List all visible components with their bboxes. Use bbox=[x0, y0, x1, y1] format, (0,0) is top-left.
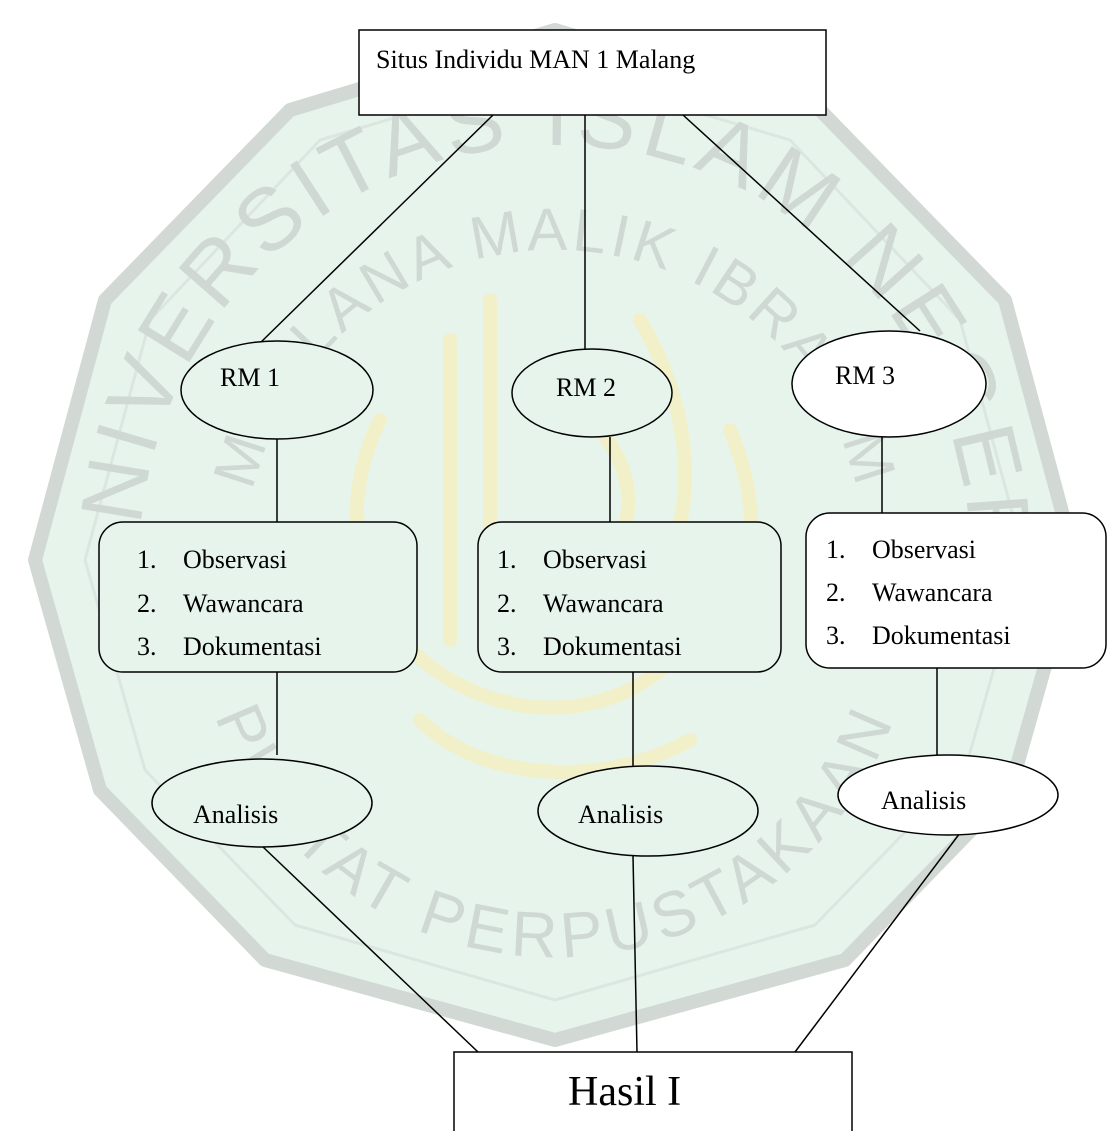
method-item: Dokumentasi bbox=[872, 621, 1011, 650]
methods-list-2: 1. Observasi 2. Wawancara 3. Dokumentasi bbox=[497, 545, 682, 661]
method-number: 1. bbox=[826, 535, 846, 564]
method-number: 3. bbox=[497, 632, 517, 661]
rm-node-2: RM 2 bbox=[511, 348, 673, 438]
connector-root-rm1 bbox=[257, 114, 494, 346]
method-number: 2. bbox=[137, 589, 157, 618]
method-item: Dokumentasi bbox=[543, 632, 682, 661]
watermark-emblem-inner-ring bbox=[83, 68, 1027, 1002]
methods-list-3: 1. Observasi 2. Wawancara 3. Dokumentasi bbox=[826, 535, 1011, 650]
method-number: 2. bbox=[497, 589, 517, 618]
rm-label-1: RM 1 bbox=[220, 363, 280, 392]
rm-label-3: RM 3 bbox=[835, 361, 895, 390]
method-item: Dokumentasi bbox=[183, 632, 322, 661]
method-number: 3. bbox=[826, 621, 846, 650]
root-label: Situs Individu MAN 1 Malang bbox=[376, 45, 695, 74]
analysis-node-3: Analisis bbox=[837, 754, 1059, 836]
root-node: Situs Individu MAN 1 Malang bbox=[358, 29, 827, 116]
method-number: 1. bbox=[497, 545, 517, 574]
method-item: Wawancara bbox=[543, 589, 664, 618]
method-number: 3. bbox=[137, 632, 157, 661]
method-item: Observasi bbox=[872, 535, 976, 564]
analysis-label-1: Analisis bbox=[193, 800, 278, 829]
connector-root-rm3 bbox=[682, 114, 921, 332]
methods-box-3: 1. Observasi 2. Wawancara 3. Dokumentasi bbox=[805, 512, 1107, 669]
connector-analysis1-result bbox=[261, 845, 479, 1053]
analysis-node-2: Analisis bbox=[537, 765, 759, 857]
method-number: 2. bbox=[826, 578, 846, 607]
method-item: Observasi bbox=[183, 545, 287, 574]
methods-box-1: 1. Observasi 2. Wawancara 3. Dokumentasi bbox=[98, 521, 418, 673]
result-node: Hasil I bbox=[453, 1051, 853, 1131]
rm-node-1: RM 1 bbox=[180, 340, 374, 440]
connector-analysis3-result bbox=[794, 832, 961, 1053]
analysis-label-2: Analisis bbox=[578, 800, 663, 829]
method-item: Observasi bbox=[543, 545, 647, 574]
analysis-node-1: Analisis bbox=[151, 758, 373, 848]
rm-node-3: RM 3 bbox=[791, 330, 987, 438]
method-number: 1. bbox=[137, 545, 157, 574]
methods-box-2: 1. Observasi 2. Wawancara 3. Dokumentasi bbox=[477, 521, 782, 673]
result-label: Hasil I bbox=[568, 1069, 681, 1115]
method-item: Wawancara bbox=[183, 589, 304, 618]
rm-label-2: RM 2 bbox=[556, 373, 616, 402]
connectors bbox=[257, 114, 961, 1053]
analysis-label-3: Analisis bbox=[881, 786, 966, 815]
method-item: Wawancara bbox=[872, 578, 993, 607]
methods-list-1: 1. Observasi 2. Wawancara 3. Dokumentasi bbox=[137, 545, 322, 661]
connector-analysis2-result bbox=[632, 855, 638, 1053]
